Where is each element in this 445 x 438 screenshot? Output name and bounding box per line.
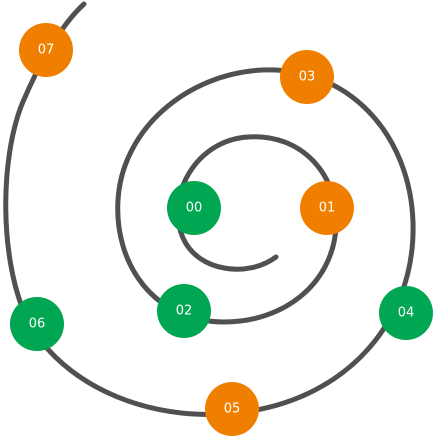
node-05: 05 (205, 382, 259, 436)
node-07-circle (19, 23, 73, 77)
node-00-label: 00 (186, 201, 203, 216)
node-04-circle (379, 286, 433, 340)
node-04-label: 04 (398, 306, 415, 321)
node-02-circle (157, 284, 211, 338)
node-03: 03 (280, 50, 334, 104)
node-01-circle (300, 181, 354, 235)
node-03-circle (280, 50, 334, 104)
node-04: 04 (379, 286, 433, 340)
node-02: 02 (157, 284, 211, 338)
node-02-label: 02 (176, 304, 193, 319)
node-05-label: 05 (224, 402, 241, 417)
node-03-label: 03 (299, 70, 316, 85)
node-01: 01 (300, 181, 354, 235)
node-06: 06 (10, 297, 64, 351)
node-00: 00 (167, 181, 221, 235)
node-07-label: 07 (38, 43, 55, 58)
node-06-label: 06 (29, 317, 46, 332)
node-05-circle (205, 382, 259, 436)
node-07: 07 (19, 23, 73, 77)
node-01-label: 01 (319, 201, 336, 216)
node-06-circle (10, 297, 64, 351)
node-00-circle (167, 181, 221, 235)
